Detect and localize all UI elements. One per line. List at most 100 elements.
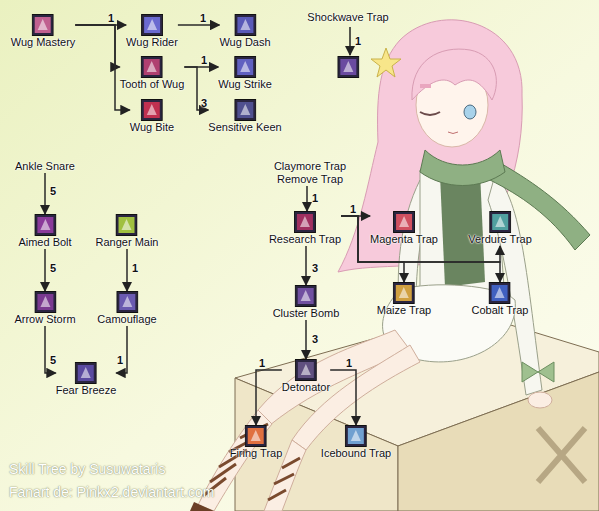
skill-name: Maize Trap [377,304,431,317]
skill-name: Ranger Main [96,236,159,249]
prerequisite-connector [184,67,208,110]
skill-node: Detonator [282,359,330,394]
icon-frame [245,426,266,447]
icon-fill [78,365,94,381]
skill-node: Icebound Trap [321,425,391,460]
icon-glyph [38,19,48,30]
icon-fill [348,428,364,444]
bow [522,362,554,382]
skill-icon [345,425,367,447]
skill-icon [295,285,317,307]
icon-frame [116,215,137,236]
skill-name: Claymore Trap [274,160,346,173]
icon-fill [492,214,508,230]
skill-name: Verdure Trap [468,233,532,246]
prerequisite-level: 1 [108,12,114,24]
prerequisite-level: 1 [132,262,138,274]
leg [292,345,420,450]
icon-glyph [495,287,505,298]
prerequisite-level: 3 [312,333,318,345]
skill-name: Cobalt Trap [472,304,529,317]
skill-icon [141,56,163,78]
icon-glyph [300,216,310,227]
skill-icon [32,14,54,36]
skill-name: Camouflage [97,313,156,326]
skill-icon [489,282,511,304]
icon-fill [37,217,53,233]
icon-glyph [122,219,132,230]
star-clip [371,48,401,77]
skill-node: Cobalt Trap [472,282,529,317]
vest [440,172,485,287]
skill-icon [393,211,415,233]
icon-frame [337,57,358,78]
prerequisite-connector [126,249,128,291]
bangs [412,49,496,100]
prerequisite-connector [178,24,220,26]
sandal-straps [268,458,300,500]
skill-icon [75,362,97,384]
skill-node: Wug Mastery [11,14,76,49]
icon-fill [298,288,314,304]
icon-frame [234,100,255,121]
icon-frame [235,57,256,78]
closed-eye [420,112,440,115]
icon-fill [297,214,313,230]
arm [488,175,542,395]
credit-watermark: Fanart de: Pinkx2.deviantart.com [9,484,214,500]
icon-glyph [301,364,311,375]
mouth [448,132,458,134]
skill-node: Aimed Bolt [18,214,71,249]
icon-fill [37,294,53,310]
skill-node: Arrow Storm [14,291,75,326]
hair-clip [420,84,431,88]
icon-glyph [40,296,50,307]
prerequisite-connector [330,370,356,425]
icon-fill [119,294,135,310]
skill-icon [116,291,138,313]
icon-glyph [240,61,250,72]
icon-frame [295,286,316,307]
icon-glyph [301,290,311,301]
skill-icon [34,214,56,236]
prerequisite-level: 1 [259,357,265,369]
skill-name: Research Trap [269,233,341,246]
icon-fill [340,59,356,75]
icon-glyph [351,430,361,441]
skill-icon [34,291,56,313]
icon-glyph [399,216,409,227]
icon-frame [33,15,54,36]
icon-glyph [147,104,157,115]
box-front [235,378,398,511]
prerequisite-level: 1 [312,192,318,204]
icon-glyph [399,287,409,298]
skill-name: Ankle Snare [15,160,75,173]
skill-node: Wug Rider [126,14,178,49]
icon-fill [144,102,160,118]
prerequisite-connector [44,173,46,214]
icon-frame [142,100,163,121]
icon-frame [295,212,316,233]
skill-name: Wug Strike [218,78,272,91]
prerequisite-level: 1 [355,35,361,47]
skill-node: Camouflage [97,291,156,326]
skill-name: Aimed Bolt [18,236,71,249]
icon-glyph [240,19,250,30]
skill-node: Firing Trap [230,425,283,460]
icon-glyph [495,216,505,227]
icon-frame [490,283,511,304]
prerequisite-connector [256,370,282,425]
prerequisite-connector [75,25,129,110]
skill-icon [393,282,415,304]
prerequisite-arrow [349,27,351,55]
skill-name: Arrow Storm [14,313,75,326]
skill-node: Ranger Main [96,214,159,249]
skill-icon [234,14,256,36]
skill-node: Wug Bite [130,99,174,134]
skill-icon [295,359,317,381]
sandal [190,502,214,511]
skill-name: Wug Rider [126,36,178,49]
skill-name: Detonator [282,381,330,394]
